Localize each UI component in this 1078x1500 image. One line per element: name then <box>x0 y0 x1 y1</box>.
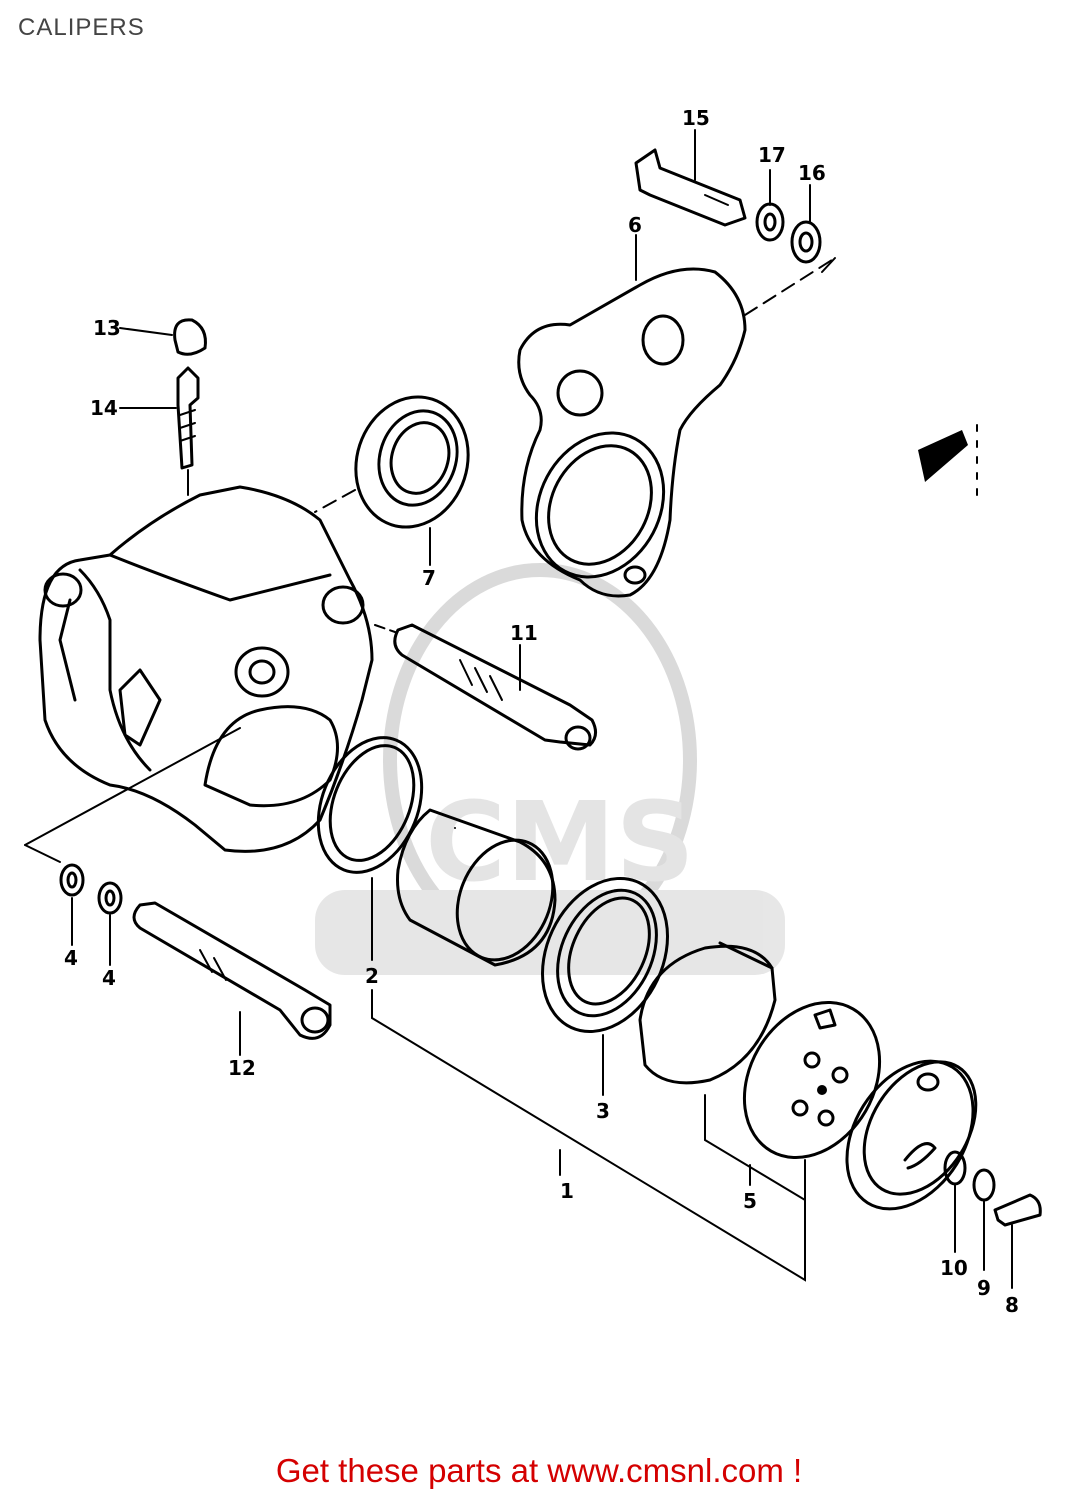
callout-8: 8 <box>1005 1293 1019 1317</box>
leader-line <box>24 844 61 863</box>
leader-line <box>24 727 241 846</box>
piston-seal <box>316 736 424 874</box>
arrow-indicator-icon <box>918 424 978 506</box>
caliper-bracket <box>517 257 836 598</box>
bleeder-valve <box>176 366 200 496</box>
watermark-text: CMS <box>425 778 694 906</box>
screw-washer <box>972 1168 996 1202</box>
callout-labels: 1 2 3 4 4 5 6 7 8 9 10 11 12 13 14 15 16… <box>64 106 1019 1317</box>
slide-pin <box>132 901 332 1040</box>
footer-link[interactable]: Get these parts at www.cmsnl.com ! <box>275 1452 803 1489</box>
dust-seal <box>314 395 470 529</box>
lock-washer <box>755 202 785 242</box>
pad-shim <box>742 1001 882 1159</box>
callout-11: 11 <box>510 621 538 645</box>
group-bracket-lines <box>371 989 806 1282</box>
callout-17: 17 <box>758 143 786 167</box>
pin-washer <box>59 863 85 897</box>
callout-4: 4 <box>64 946 78 970</box>
callout-16: 16 <box>798 161 826 185</box>
watermark-logo: CMS <box>315 563 785 975</box>
callout-1: 1 <box>560 1179 574 1203</box>
callout-2: 2 <box>365 964 379 988</box>
callout-4b: 4 <box>102 966 116 990</box>
callout-7: 7 <box>422 566 436 590</box>
bleeder-cap <box>173 318 207 356</box>
callout-5: 5 <box>743 1189 757 1213</box>
callout-10: 10 <box>940 1256 968 1280</box>
piston <box>396 808 557 967</box>
pad-screw <box>993 1193 1042 1227</box>
pin-washer <box>97 881 123 915</box>
callout-12: 12 <box>228 1056 256 1080</box>
callout-6: 6 <box>628 213 642 237</box>
bracket-bolt <box>634 148 747 227</box>
plain-washer <box>790 220 822 264</box>
callout-13: 13 <box>93 316 121 340</box>
leader-lines <box>71 129 1013 1289</box>
callout-9: 9 <box>977 1276 991 1300</box>
callout-3: 3 <box>596 1099 610 1123</box>
page-title: CALIPERS <box>18 14 145 41</box>
brake-pad <box>638 941 777 1085</box>
callout-14: 14 <box>90 396 118 420</box>
caliper-body <box>38 485 374 853</box>
callout-15: 15 <box>682 106 710 130</box>
slide-pin <box>374 623 597 751</box>
